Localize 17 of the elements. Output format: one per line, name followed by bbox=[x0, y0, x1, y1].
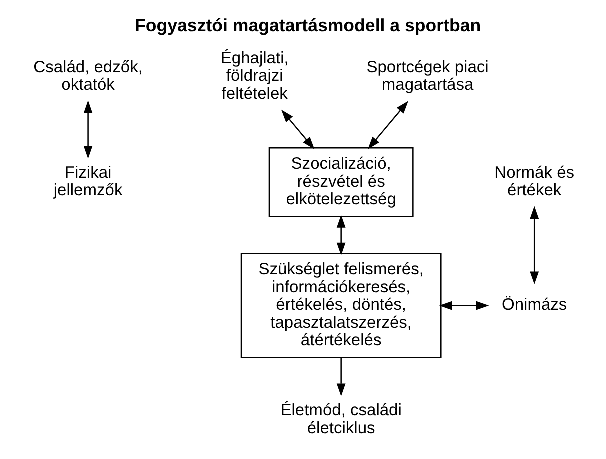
node-text: Normák és értékek bbox=[494, 162, 574, 200]
node-box: Szocializáció, részvétel és elkötelezettség bbox=[268, 147, 414, 218]
node-text: Életmód, családi életciklus bbox=[280, 400, 402, 438]
node-text: Család, edzők, oktatók bbox=[33, 57, 142, 94]
node-text: Önimázs bbox=[502, 295, 567, 314]
arrow bbox=[280, 110, 314, 150]
arrow bbox=[336, 358, 346, 396]
arrow bbox=[336, 215, 346, 256]
arrow bbox=[83, 100, 92, 159]
node-box: Szükséglet felismerés, információkeresés, értékelés, döntés, tapasztalatszerzés, átértékelés bbox=[240, 253, 442, 359]
node-text: Sportcégek piaci magatartása bbox=[366, 57, 488, 94]
arrow bbox=[367, 101, 408, 150]
diagram-title: Fogyasztói magatartásmodell a sportban bbox=[134, 15, 481, 36]
node-text: Fizikai jellemzők bbox=[53, 162, 122, 200]
arrow bbox=[438, 301, 489, 310]
arrow bbox=[530, 206, 539, 284]
node-text: Éghajlati, földrajzi feltételek bbox=[220, 48, 288, 104]
